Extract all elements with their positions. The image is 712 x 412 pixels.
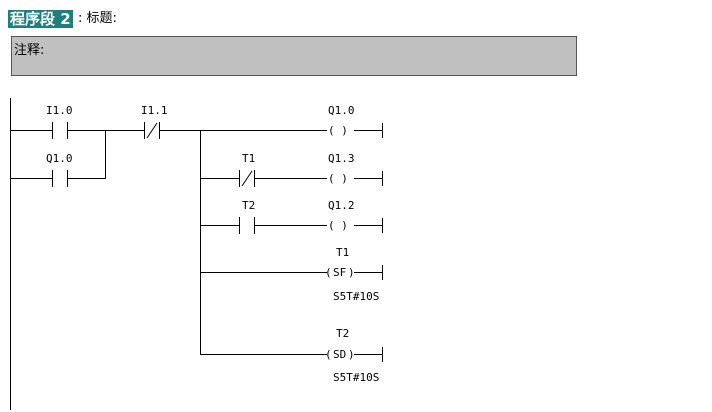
contact-t1[interactable]	[239, 170, 255, 187]
network-title-label[interactable]: : 标题:	[78, 11, 117, 26]
coil-label-q1-0: Q1.0	[328, 104, 355, 117]
network-label[interactable]: 程序段 2	[8, 10, 73, 28]
contact-label-q1-0: Q1.0	[46, 152, 73, 165]
contact-label-t1: T1	[242, 152, 255, 165]
contact-label-i1-0: I1.0	[46, 104, 73, 117]
svg-text:): )	[348, 266, 355, 279]
contact-i1-0[interactable]	[52, 122, 68, 139]
coil-label-t1: T1	[336, 246, 349, 259]
timer-coil-t2-symbol: SD	[333, 348, 346, 361]
contact-t2[interactable]	[239, 217, 255, 234]
contact-q1-0-hold[interactable]	[52, 170, 68, 187]
contact-label-t2: T2	[242, 199, 255, 212]
coil-q1-0[interactable]: ( )	[328, 124, 348, 137]
coil-label-q1-2: Q1.2	[328, 199, 355, 212]
svg-text:(: (	[325, 266, 332, 279]
contact-label-i1-1: I1.1	[141, 104, 168, 117]
timer-preset-t1: S5T#10S	[333, 290, 379, 303]
coil-q1-2[interactable]: ( )	[328, 219, 348, 232]
timer-preset-t2: S5T#10S	[333, 371, 379, 384]
timer-coil-t1-symbol: SF	[333, 266, 346, 279]
coil-q1-3[interactable]: ( )	[328, 172, 348, 185]
svg-text:(: (	[325, 348, 332, 361]
svg-text:): )	[348, 348, 355, 361]
coil-label-t2: T2	[336, 327, 349, 340]
comment-box[interactable]: 注释:	[11, 36, 577, 76]
timer-coil-t1-sf[interactable]: ( SF )	[325, 266, 355, 279]
coil-label-q1-3: Q1.3	[328, 152, 355, 165]
timer-coil-t2-sd[interactable]: ( SD )	[325, 348, 355, 361]
contact-i1-1[interactable]	[144, 122, 160, 139]
comment-label: 注释:	[14, 43, 45, 58]
